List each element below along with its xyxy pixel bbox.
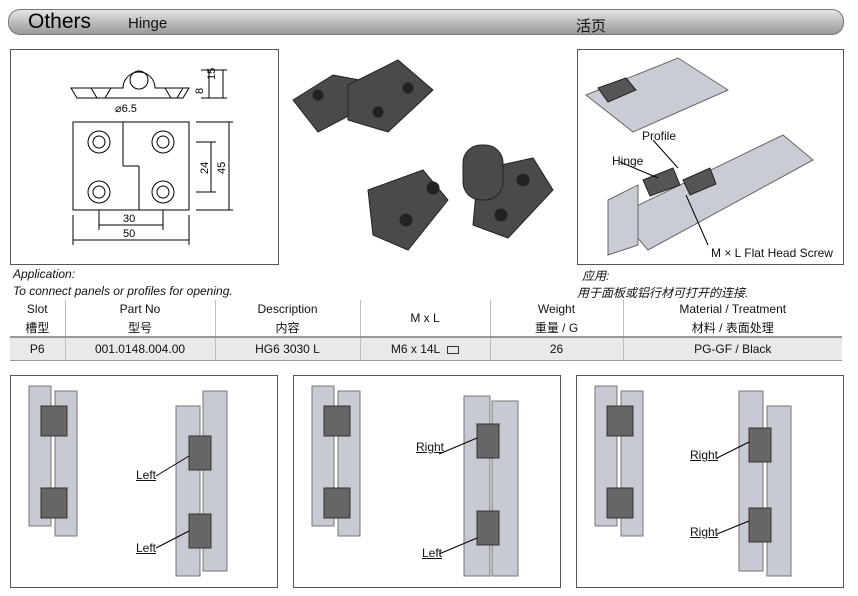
cell-mxl: M6 x 14L bbox=[359, 336, 490, 361]
label-p1-top: Left bbox=[136, 468, 157, 482]
col-header-weight-cn: 重量 / G bbox=[489, 318, 623, 337]
col-header-material-cn: 材料 / 表面处理 bbox=[622, 318, 842, 337]
col-header-description: Description bbox=[214, 300, 360, 318]
section-title: Others bbox=[28, 10, 92, 33]
example-panel-right-left: Right Left bbox=[293, 375, 561, 588]
col-header-slot: Slot bbox=[26, 302, 48, 316]
header-bar bbox=[8, 9, 844, 35]
hinge-3d-render bbox=[288, 40, 568, 265]
label-hinge: Hinge bbox=[612, 154, 644, 168]
hinge-dimension-drawing: ⌀6.5 15 8 24 45 30 50 bbox=[70, 68, 233, 245]
spec-table: Slot Part No Description M x L Weight Ma… bbox=[10, 300, 842, 361]
dim-45: 45 bbox=[216, 162, 228, 174]
application-label-cn: 应用: bbox=[582, 269, 610, 283]
application-label-en: Application: bbox=[13, 267, 76, 281]
assembly-panel: Profile Hinge M × L Flat Head Screw bbox=[577, 49, 844, 265]
dim-24: 24 bbox=[199, 162, 211, 174]
label-p2-top: Right bbox=[416, 440, 445, 454]
col-header-description-cn: 内容 bbox=[214, 318, 360, 337]
cell-weight: 26 bbox=[489, 336, 623, 361]
example-panel-right-right: Right Right bbox=[576, 375, 844, 588]
section-subtitle-en: Hinge bbox=[128, 15, 168, 32]
application-text-cn: 用于面板或铝行材可打开的连接. bbox=[577, 286, 749, 300]
label-screw: M × L Flat Head Screw bbox=[711, 246, 833, 260]
example-panel-left-left: Left Left bbox=[10, 375, 278, 588]
hinge-front-view bbox=[72, 121, 190, 211]
col-header-mxl: M x L bbox=[359, 300, 490, 337]
dim-8: 8 bbox=[194, 88, 206, 94]
col-header-part-no-cn: 型号 bbox=[64, 318, 215, 337]
table-row: P6 001.0148.004.00 HG6 3030 L M6 x 14L 2… bbox=[10, 336, 842, 361]
dim-30: 30 bbox=[123, 213, 135, 225]
label-p1-bottom: Left bbox=[136, 541, 157, 555]
label-p3-bottom: Right bbox=[690, 525, 719, 539]
section-subtitle-cn: 活页 bbox=[576, 18, 607, 35]
cell-part-no: 001.0148.004.00 bbox=[64, 336, 215, 361]
hinge-side-view bbox=[70, 71, 190, 99]
col-header-slot-cn: 槽型 bbox=[25, 320, 50, 335]
label-profile: Profile bbox=[642, 129, 677, 143]
dim-diameter: ⌀6.5 bbox=[115, 103, 137, 115]
dim-15: 15 bbox=[206, 68, 218, 80]
col-header-material: Material / Treatment bbox=[622, 300, 842, 318]
label-p3-top: Right bbox=[690, 448, 719, 462]
cell-slot: P6 bbox=[10, 336, 65, 361]
flat-head-screw-icon bbox=[447, 345, 460, 354]
cell-material: PG-GF / Black bbox=[622, 336, 842, 361]
application-text-en: To connect panels or profiles for openin… bbox=[13, 284, 233, 298]
dim-50: 50 bbox=[123, 228, 135, 240]
label-p2-bottom: Left bbox=[422, 546, 443, 560]
col-header-weight: Weight bbox=[489, 300, 623, 318]
technical-drawing-panel: ⌀6.5 15 8 24 45 30 50 bbox=[10, 49, 279, 265]
cell-description: HG6 3030 L bbox=[214, 336, 360, 361]
col-header-part-no: Part No bbox=[64, 300, 215, 318]
